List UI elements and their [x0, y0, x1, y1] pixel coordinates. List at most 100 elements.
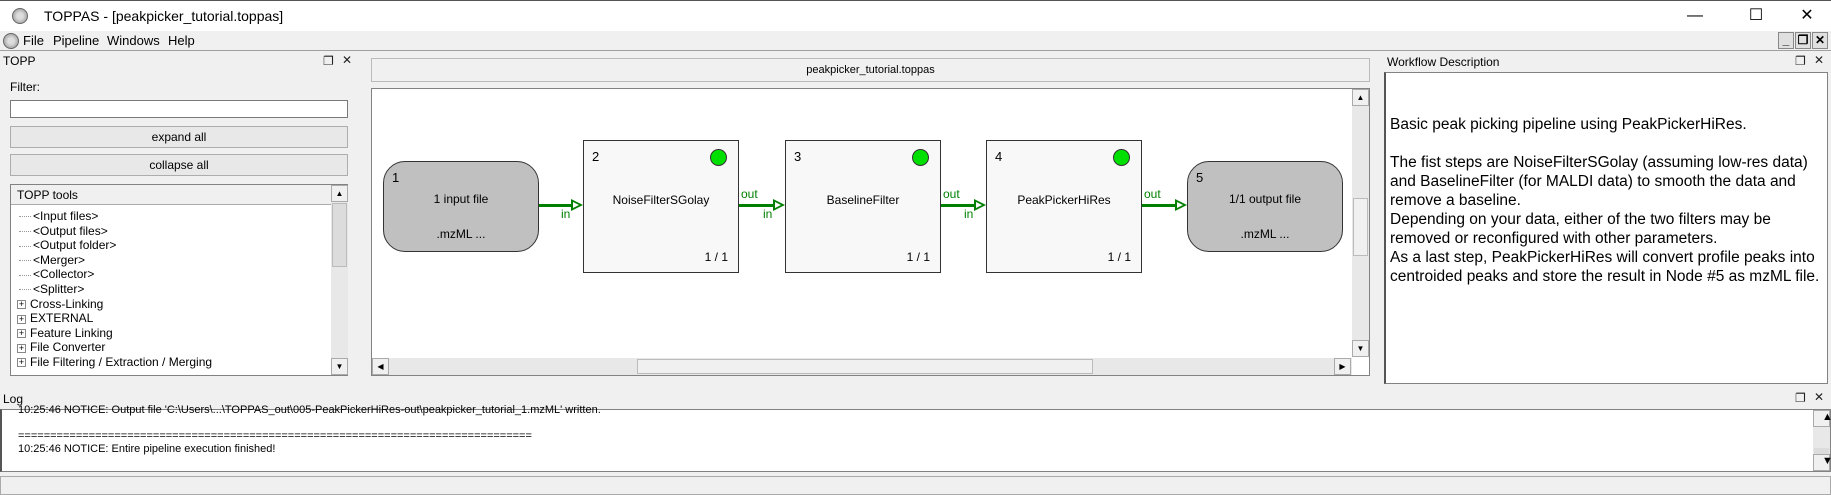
dock-float-icon[interactable]: ❐ [1795, 54, 1806, 68]
tree-line-icon [19, 216, 31, 218]
tree-item[interactable]: + Feature Linking [17, 326, 113, 341]
scroll-down-icon[interactable]: ▼ [1813, 454, 1831, 471]
close-button[interactable]: ✕ [1800, 7, 1814, 24]
dock-close-icon[interactable]: ✕ [342, 53, 353, 67]
filter-input[interactable] [10, 100, 348, 118]
scroll-down-icon[interactable]: ▼ [331, 358, 348, 375]
app-icon [12, 8, 28, 24]
minimize-button[interactable]: — [1687, 7, 1703, 24]
node-progress: 1 / 1 [906, 250, 930, 264]
tree-item-label: <Merger> [33, 252, 86, 267]
tree-item[interactable]: <Output folder> [17, 238, 116, 253]
status-icon [1113, 149, 1130, 166]
tree-item[interactable]: +File Converter [17, 340, 105, 355]
app-icon [3, 33, 19, 49]
expand-icon[interactable]: + [17, 298, 26, 309]
port-in-label: in [561, 207, 571, 221]
node-number: 1 [392, 170, 400, 185]
canvas-hscrollbar[interactable]: ◀ ▶ [372, 358, 1352, 375]
dock-float-icon[interactable]: ❐ [1795, 391, 1806, 405]
node-label: 1/1 output file [1228, 192, 1302, 206]
canvas-vscrollbar[interactable]: ▲ ▼ [1352, 89, 1369, 357]
expand-all-button[interactable]: expand all [10, 126, 348, 148]
node-label: NoiseFilterSGolay [612, 193, 710, 207]
expand-icon[interactable]: + [17, 342, 26, 353]
scroll-thumb[interactable] [1814, 448, 1829, 456]
tree-item[interactable]: + EXTERNAL [17, 311, 93, 326]
maximize-button[interactable]: ☐ [1748, 7, 1764, 24]
tree-item-label: Feature Linking [30, 325, 113, 340]
menu-file[interactable]: File [23, 33, 44, 48]
tree-item[interactable]: +File Filtering / Extraction / Merging [17, 355, 212, 370]
dock-close-icon[interactable]: ✕ [1814, 390, 1825, 404]
log-scrollbar[interactable]: ▲ ▼ [1813, 410, 1831, 471]
scroll-up-icon[interactable]: ▲ [1352, 89, 1369, 106]
workflow-description-title: Workflow Description [1387, 55, 1500, 69]
node-label: BaselineFilter [826, 193, 900, 207]
scroll-left-icon[interactable]: ◀ [372, 358, 389, 375]
node-number: 5 [1196, 170, 1204, 185]
port-in-label: in [763, 207, 773, 221]
port-out-label: out [741, 187, 758, 201]
mdi-restore-icon[interactable]: ❐ [1795, 32, 1811, 49]
edge[interactable] [941, 204, 974, 207]
tree-item[interactable]: <Splitter> [17, 282, 84, 297]
tree-item[interactable]: <Merger> [17, 253, 85, 268]
collapse-all-button[interactable]: collapse all [10, 154, 348, 176]
scroll-thumb[interactable] [1353, 198, 1368, 256]
topp-dock-title: TOPP [3, 54, 36, 68]
node-number: 2 [592, 149, 600, 164]
port-out-label: out [1144, 187, 1161, 201]
tree-item-label: <Output folder> [33, 238, 117, 253]
scroll-up-icon[interactable]: ▲ [331, 185, 348, 202]
tree-item[interactable]: <Output files> [17, 224, 108, 239]
log-line: 10:25:46 NOTICE: Entire pipeline executi… [18, 443, 276, 455]
menu-pipeline[interactable]: Pipeline [53, 33, 100, 48]
menu-help[interactable]: Help [168, 33, 195, 48]
edge[interactable] [1142, 204, 1175, 207]
tree-header[interactable]: TOPP tools [11, 185, 331, 205]
mdi-close-icon[interactable]: ✕ [1812, 32, 1828, 49]
expand-icon[interactable]: + [17, 313, 26, 324]
tree-item[interactable]: <Collector> [17, 267, 94, 282]
document-tab[interactable]: peakpicker_tutorial.toppas [371, 58, 1370, 82]
log-view[interactable]: 10:25:46 NOTICE: Output file 'C:\Users\.… [0, 404, 1831, 472]
status-icon [912, 149, 929, 166]
edge[interactable] [739, 204, 773, 207]
status-bar [0, 476, 1831, 495]
arrow-head-icon [571, 199, 583, 211]
tree-item[interactable]: +Cross-Linking [17, 297, 103, 312]
expand-icon[interactable]: + [17, 328, 26, 339]
tree-item-label: EXTERNAL [30, 311, 94, 326]
node-file-type: .mzML ... [436, 227, 486, 241]
menu-bar: File Pipeline Windows Help _ ❐ ✕ [0, 31, 1831, 51]
tree-line-icon [19, 260, 31, 262]
scroll-down-icon[interactable]: ▼ [1352, 340, 1369, 357]
dock-close-icon[interactable]: ✕ [1814, 53, 1825, 67]
tree-item-label: <Collector> [33, 267, 95, 282]
status-icon [710, 149, 727, 166]
dock-float-icon[interactable]: ❐ [323, 54, 334, 68]
tree-item[interactable]: <Input files> [17, 209, 98, 224]
description-line: The fist steps are NoiseFilterSGolay (as… [1390, 154, 1808, 171]
scroll-up-icon[interactable]: ▲ [1813, 410, 1831, 427]
menu-windows[interactable]: Windows [107, 33, 160, 48]
mdi-minimize-icon[interactable]: _ [1778, 32, 1794, 49]
log-dock-title: Log [3, 392, 24, 406]
arrow-head-icon [773, 199, 785, 211]
scroll-thumb[interactable] [332, 203, 347, 267]
description-line: remove a baseline. [1390, 192, 1521, 209]
scroll-right-icon[interactable]: ▶ [1334, 358, 1351, 375]
tree-scrollbar[interactable]: ▲ ▼ [331, 185, 348, 375]
scroll-thumb[interactable] [637, 359, 1093, 374]
edge[interactable] [539, 204, 571, 207]
workflow-description-text[interactable]: Basic peak picking pipeline using PeakPi… [1384, 72, 1828, 384]
expand-icon[interactable]: + [17, 357, 26, 368]
node-progress: 1 / 1 [1107, 250, 1131, 264]
